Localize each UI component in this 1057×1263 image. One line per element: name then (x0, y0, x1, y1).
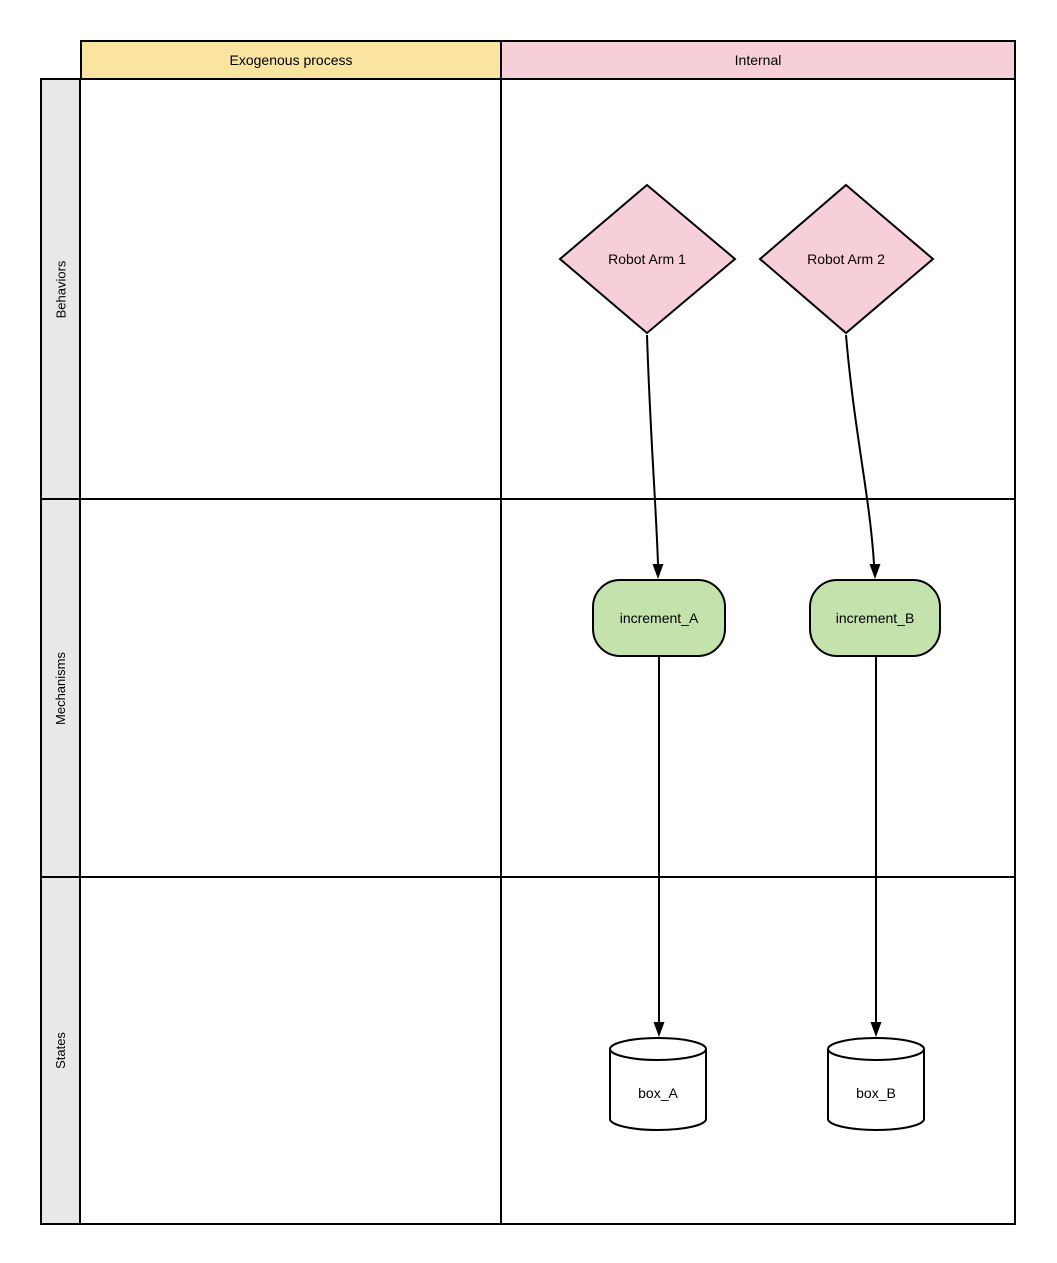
lane-mechanisms-internal (500, 498, 1016, 878)
lane-behaviors-internal (500, 78, 1016, 500)
row-label-behaviors: Behaviors (40, 78, 81, 500)
node-increment-a-label: increment_A (620, 610, 699, 626)
node-box-a[interactable]: box_A (609, 1037, 707, 1131)
node-robot-arm-1[interactable]: Robot Arm 1 (558, 183, 737, 335)
header-exogenous-process: Exogenous process (80, 40, 502, 80)
lane-mechanisms-exogenous (79, 498, 502, 878)
edge-increment-a-to-box-a[interactable] (653, 657, 665, 1037)
node-robot-arm-2-label: Robot Arm 2 (807, 251, 885, 267)
edge-increment-b-to-box-b[interactable] (870, 657, 882, 1037)
lane-states-internal (500, 876, 1016, 1225)
node-box-b[interactable]: box_B (827, 1037, 925, 1131)
node-increment-b-label: increment_B (836, 610, 915, 626)
edge-robot-arm-1-to-increment-a[interactable] (646, 334, 664, 579)
node-box-b-label: box_B (856, 1085, 896, 1101)
node-robot-arm-2[interactable]: Robot Arm 2 (758, 183, 935, 335)
row-label-mechanisms: Mechanisms (40, 498, 81, 878)
edge-robot-arm-2-to-increment-b[interactable] (845, 334, 881, 579)
node-robot-arm-1-label: Robot Arm 1 (608, 251, 686, 267)
node-box-a-label: box_A (638, 1085, 678, 1101)
header-exogenous-process-label: Exogenous process (229, 52, 353, 68)
node-increment-a[interactable]: increment_A (592, 579, 726, 657)
lane-states-exogenous (79, 876, 502, 1225)
node-increment-b[interactable]: increment_B (809, 579, 941, 657)
header-internal-label: Internal (734, 52, 782, 68)
